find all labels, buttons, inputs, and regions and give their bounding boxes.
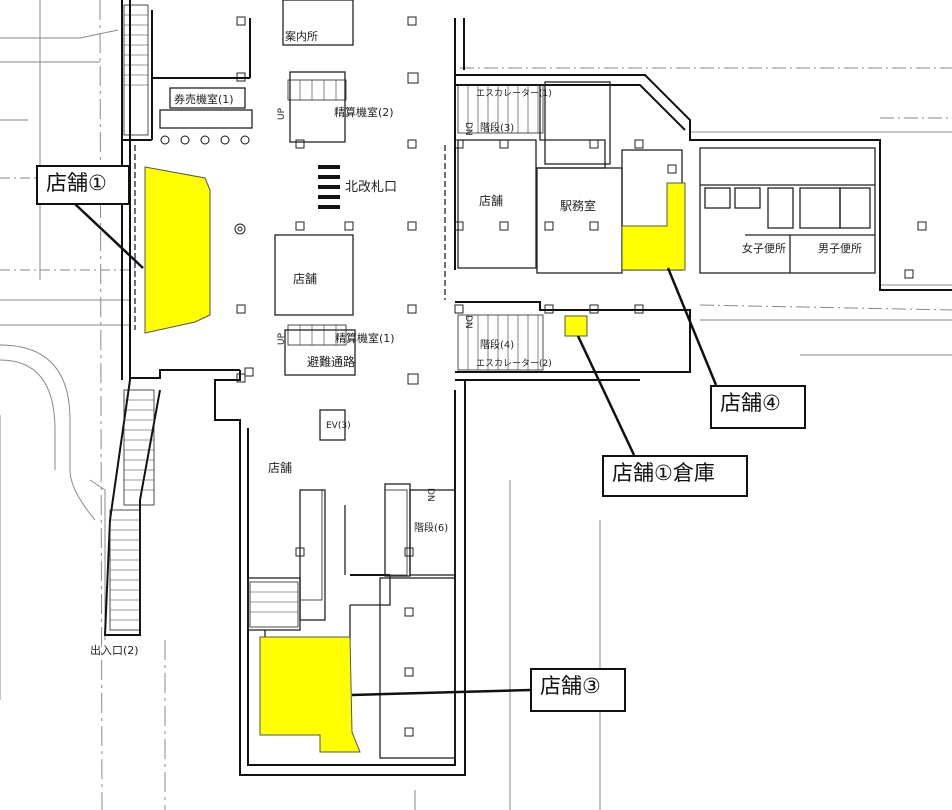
label-stairs-upper: 階段(3) (480, 121, 514, 134)
label-fare-adjust-room-1: 精算機室(1) (335, 331, 395, 345)
label-stairs-bottom: 階段(6) (414, 521, 448, 534)
leader-store1 (74, 203, 144, 269)
label-fare-adjust-room-2: 精算機室(2) (334, 105, 394, 119)
label-escalator-upper: エスカレーター(1) (476, 88, 552, 99)
label-ticket-machine-room: 券売機室(1) (174, 92, 234, 106)
columns (234, 16, 927, 737)
label-dn-3: DN (425, 488, 435, 502)
label-north-gate: 北改札口 (345, 180, 397, 195)
store3-area (259, 636, 361, 753)
leader-lines (74, 203, 718, 697)
callout-store1: 店舗① (36, 165, 130, 205)
ticket-machines (160, 135, 250, 145)
leader-store1-storage (576, 335, 636, 456)
store4-area (621, 182, 686, 271)
label-station-office: 駅務室 (560, 198, 596, 213)
store1-area (144, 166, 211, 334)
leader-store3 (351, 688, 531, 697)
label-womens-toilet: 女子便所 (742, 241, 786, 255)
stairs-hatching (109, 4, 544, 631)
leader-store4 (666, 267, 718, 386)
building-walls (103, 0, 952, 776)
store1-storage-area (564, 315, 588, 337)
label-up-1: UP (277, 107, 287, 120)
label-elevator: EV(3) (326, 421, 351, 431)
callout-store3: 店舗③ (530, 668, 626, 712)
label-up-2: UP (277, 332, 287, 345)
label-store-right: 店舗 (479, 194, 503, 208)
label-mens-toilet: 男子便所 (818, 242, 862, 255)
highlighted-areas (144, 166, 686, 753)
label-escalator-lower: エスカレーター(2) (476, 358, 552, 369)
ticket-gates (318, 165, 340, 209)
label-stairs-lower: 階段(4) (480, 338, 514, 351)
floor-labels: 北改札口 券売機室(1) 精算機室(2) 精算機室(1) 案内所 階段(3) 階… (90, 29, 862, 657)
label-evacuation-passage: 避難通路 (307, 354, 355, 369)
label-dn-1: DN (463, 122, 473, 136)
label-store-center: 店舗 (293, 272, 317, 286)
label-exit-2: 出入口(2) (90, 643, 139, 657)
callout-store1-storage: 店舗①倉庫 (602, 455, 748, 497)
callout-store4: 店舗④ (710, 385, 806, 429)
label-information: 案内所 (285, 29, 318, 43)
stairs-lines (110, 14, 539, 621)
label-store-lower: 店舗 (268, 461, 292, 475)
interior-walls (134, 0, 876, 759)
label-dn-2: DN (463, 315, 473, 329)
